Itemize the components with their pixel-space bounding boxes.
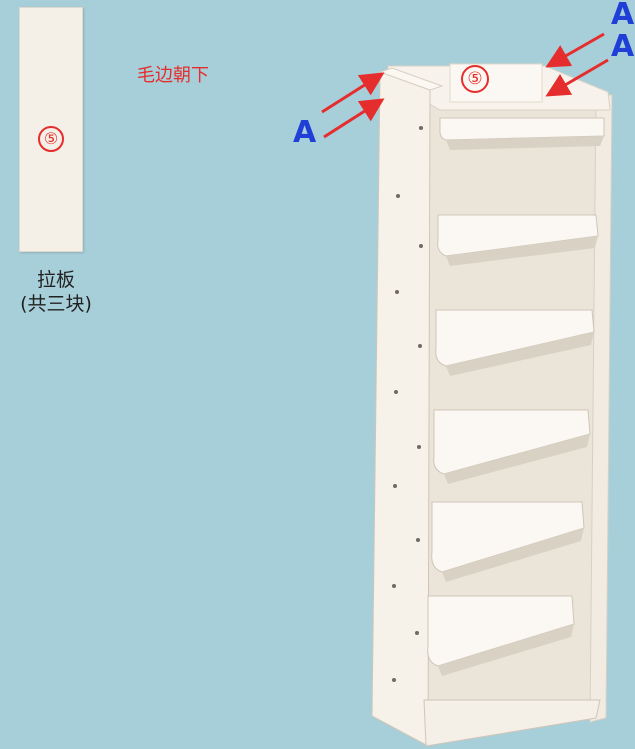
top-panel-number: ⑤ — [461, 65, 489, 93]
arrow-right-lower — [545, 58, 609, 97]
shelf-shadows — [438, 136, 604, 676]
arrow-left-lower — [323, 98, 385, 139]
pull-board-caption: 拉板 (共三块) — [0, 268, 112, 316]
bottom-board — [423, 699, 601, 747]
label-a-mid-right: A — [611, 29, 635, 64]
pull-board-number: ⑤ — [38, 126, 64, 153]
rough-edge-note: 毛边朝下 — [137, 65, 209, 86]
shelf-boards — [427, 117, 605, 667]
pull-board-caption-line1: 拉板 — [36, 269, 75, 291]
left-side-panel — [371, 71, 431, 747]
screw-holes — [392, 126, 423, 682]
label-a-top-right: A — [611, 0, 635, 32]
arrow-right-upper — [545, 32, 605, 68]
left-side-edge — [378, 67, 444, 91]
pointer-arrows — [321, 32, 609, 139]
pull-board-panel: ⑤ — [19, 7, 83, 252]
top-panel-number-marker: ⑤ — [460, 64, 490, 94]
pull-board-caption-line2: (共三块) — [20, 293, 92, 315]
arrow-left-upper — [321, 72, 385, 114]
label-a-left: A — [293, 115, 317, 150]
